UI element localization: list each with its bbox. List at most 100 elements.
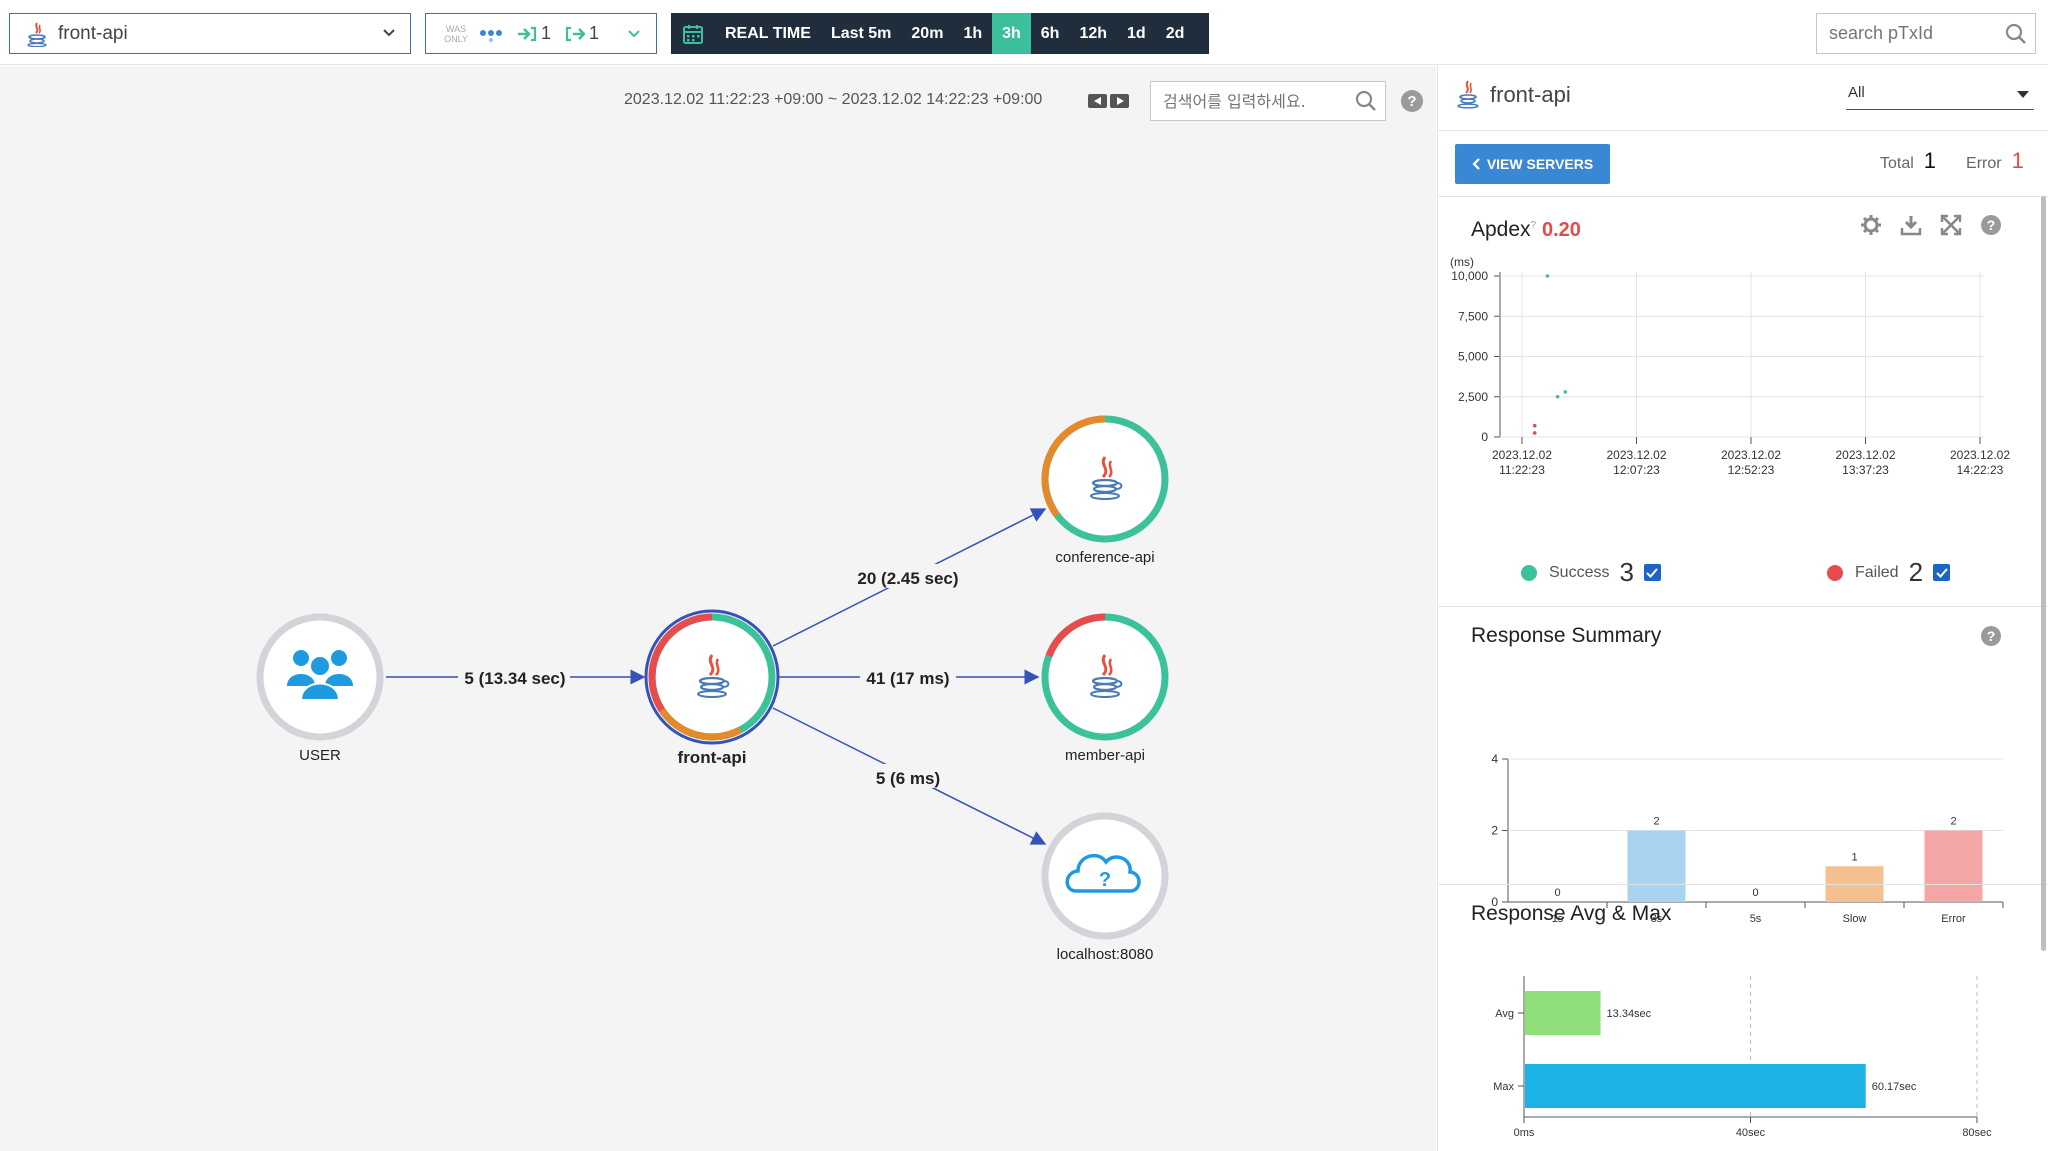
node-localhost[interactable]: ? localhost:8080 (1041, 812, 1169, 963)
x-tick-label: Error (1941, 913, 1966, 925)
chevron-down-icon[interactable] (627, 27, 641, 41)
download-icon[interactable] (1900, 214, 1922, 236)
time-option-1d[interactable]: 1d (1127, 25, 1146, 42)
ptxid-search (1816, 13, 2036, 54)
y-tick-label: Max (1493, 1081, 1514, 1093)
divider (1438, 196, 2048, 197)
x-tick-label: Slow (1843, 913, 1867, 925)
node-front-api[interactable]: front-api (644, 609, 780, 767)
bar-3s (1627, 830, 1686, 902)
panel-scrollbar[interactable] (2041, 196, 2046, 951)
view-servers-button[interactable]: VIEW SERVERS (1455, 144, 1610, 184)
time-option-12h[interactable]: 12h (1079, 25, 1108, 42)
x-tick-label: 0ms (1514, 1127, 1535, 1139)
x-tick-label: 2023.12.02 (1950, 448, 2010, 462)
divider (1438, 606, 2048, 607)
bar-value-label: 60.17sec (1872, 1081, 1917, 1093)
time-option-6h[interactable]: 6h (1040, 25, 1060, 42)
node-member-api[interactable]: member-api (1041, 613, 1169, 764)
users-icon (287, 650, 353, 701)
total-label: Total (1880, 155, 1914, 172)
help-icon[interactable]: ? (1980, 625, 2002, 647)
help-icon[interactable]: ? (1980, 214, 2002, 236)
time-option-20m[interactable]: 20m (911, 25, 944, 42)
range-step-arrows[interactable] (1088, 93, 1130, 109)
time-option-2d[interactable]: 2d (1165, 25, 1185, 42)
success-checkbox[interactable] (1643, 564, 1661, 581)
node-label: conference-api (1055, 549, 1154, 566)
bar-value-label: 0 (1554, 887, 1560, 899)
edge-label: 5 (13.34 sec) (464, 669, 565, 688)
agent-filter-select[interactable]: All (1846, 84, 2034, 110)
success-dot (1521, 564, 1537, 581)
data-point (1563, 390, 1568, 394)
x-tick-label: 5s (1750, 913, 1762, 925)
chart-tools: ? (1860, 214, 2002, 236)
ptxid-search-input[interactable] (1829, 23, 1999, 44)
time-option-3h[interactable]: 3h (992, 13, 1031, 54)
bar-value-label: 1 (1851, 851, 1857, 863)
x-tick-label: 11:22:23 (1499, 463, 1545, 477)
y-tick-label: 0 (1481, 430, 1488, 444)
application-select[interactable]: front-api (9, 13, 411, 54)
x-tick-label: 3s (1651, 913, 1663, 925)
time-range-label: 2023.12.02 11:22:23 +09:00 ~ 2023.12.02 … (624, 91, 1043, 108)
legend-failed[interactable]: Failed 2 (1827, 557, 1951, 588)
edge-front-member[interactable]: 41 (17 ms) (778, 664, 1040, 688)
gear-icon[interactable] (1860, 214, 1882, 236)
svg-text:?: ? (1987, 217, 1996, 233)
x-tick-label: 1s (1552, 913, 1564, 925)
info-icon: ? (1530, 220, 1537, 231)
legend-success[interactable]: Success 3 (1521, 557, 1661, 588)
node-conference-api[interactable]: conference-api (1041, 415, 1169, 566)
y-tick-label: 7,500 (1458, 309, 1488, 323)
outbound-count: 1 (589, 23, 600, 43)
edge-front-localhost[interactable]: 5 (6 ms) (772, 707, 1047, 845)
failed-checkbox[interactable] (1933, 564, 1951, 581)
y-axis-unit: (ms) (1450, 255, 1474, 269)
apdex-label: Apdex (1471, 218, 1531, 241)
edge-user-front[interactable]: 5 (13.34 sec) (386, 664, 646, 688)
failed-count: 2 (1908, 557, 1924, 587)
edge-label: 41 (17 ms) (866, 669, 949, 688)
search-icon[interactable] (1355, 90, 1377, 112)
y-tick-label: 10,000 (1451, 269, 1488, 283)
time-option-realtime[interactable]: REAL TIME (725, 25, 811, 42)
application-name: front-api (58, 22, 128, 44)
java-icon (1456, 79, 1480, 109)
help-icon[interactable]: ? (1400, 89, 1424, 113)
y-tick-label: Avg (1495, 1008, 1514, 1020)
node-user[interactable]: USER (256, 613, 384, 764)
time-option-1h[interactable]: 1h (963, 25, 983, 42)
map-search (1150, 81, 1386, 121)
bar-error (1924, 830, 1983, 902)
y-tick-label: 5,000 (1458, 350, 1488, 364)
time-option-last5m[interactable]: Last 5m (830, 25, 892, 42)
java-icon (26, 21, 48, 47)
y-tick-label: 2,500 (1458, 390, 1488, 404)
expand-icon[interactable] (1940, 214, 1962, 236)
agent-filter[interactable]: WAS ONLY 1 1 (425, 13, 657, 54)
calendar-icon[interactable] (671, 13, 715, 54)
time-range-bar: REAL TIME Last 5m 20m 1h 3h 6h 12h 1d 2d (671, 13, 1209, 54)
topology-graph: 5 (13.34 sec) 20 (2.45 sec) 41 (17 ms) 5… (256, 415, 1169, 963)
edge-front-conference[interactable]: 20 (2.45 sec) (772, 508, 1047, 647)
view-servers-label: VIEW SERVERS (1486, 156, 1594, 172)
svg-text:?: ? (1407, 93, 1416, 110)
divider (1438, 130, 2048, 131)
map-search-input[interactable] (1163, 91, 1343, 111)
bar-value-label: 0 (1752, 887, 1758, 899)
x-tick-label: 2023.12.02 (1835, 448, 1895, 462)
was-only-label: WAS ONLY (444, 23, 468, 44)
node-label: member-api (1065, 747, 1145, 764)
bar-value-label: 2 (1950, 816, 1956, 828)
search-icon[interactable] (2005, 23, 2027, 45)
y-tick-label: 4 (1491, 752, 1498, 766)
y-tick-label: 2 (1491, 824, 1498, 838)
server-map: 2023.12.02 11:22:23 +09:00 ~ 2023.12.02 … (0, 66, 1436, 1151)
node-label: localhost:8080 (1057, 946, 1154, 963)
x-tick-label: 12:52:23 (1728, 463, 1775, 477)
